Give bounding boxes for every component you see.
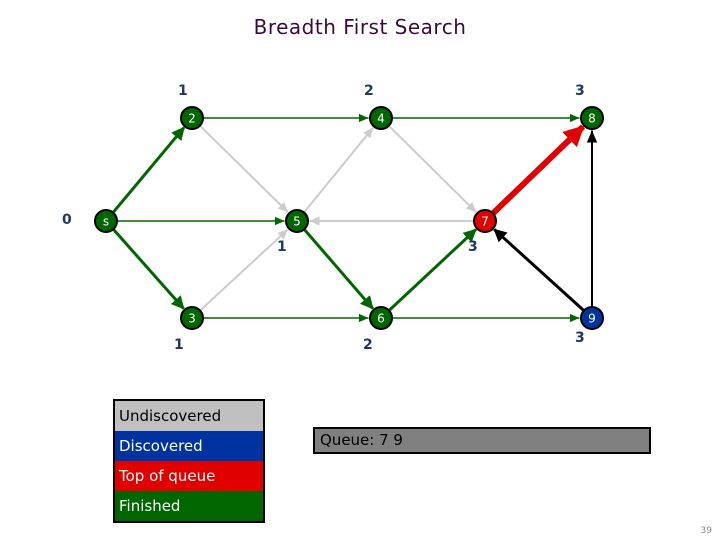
node-label-4: 4 [377,112,385,126]
page-title: Breadth First Search [253,15,467,39]
distance-label-2: 1 [178,83,188,99]
legend-item-discovered: Discovered [115,431,263,461]
distance-label-5: 1 [277,239,287,255]
graph-edge-3-5 [192,228,289,318]
graph-edge-4-7 [381,118,477,213]
graph-edge-9-7 [493,228,592,318]
legend-item-undiscovered: Undiscovered [115,401,263,431]
node-label-2: 2 [188,112,196,126]
graph-edge-s-3 [106,221,185,310]
node-circle-6 [369,306,393,330]
graph-node-s[interactable]: s [94,209,118,233]
graph-node-3[interactable]: 3 [180,306,204,330]
graph-node-5[interactable]: 5 [285,209,309,233]
distance-label-9: 3 [575,330,585,346]
graph-edge-2-5 [192,118,289,213]
graph-edge-6-7 [381,228,477,318]
graph-edge-5-6 [297,221,374,310]
node-label-6: 6 [377,312,385,326]
legend-box: Undiscovered Discovered Top of queue Fin… [113,399,265,523]
graph-edge-s-2 [106,126,186,221]
distance-label-3: 1 [174,337,184,353]
distance-label-7: 3 [468,239,478,255]
node-label-s: s [103,215,109,229]
legend-item-top-of-queue: Top of queue [115,461,263,491]
node-label-7: 7 [481,215,489,229]
node-circle-8 [580,106,604,130]
distance-label-6: 2 [363,337,373,353]
graph-node-6[interactable]: 6 [369,306,393,330]
node-circle-7 [473,209,497,233]
node-layer: s 2 3 5 4 6 7 8 9 [94,106,604,330]
graph-node-2[interactable]: 2 [180,106,204,130]
graph-node-7[interactable]: 7 [473,209,497,233]
page-number: 39 [700,526,712,536]
graph-edge-5-4 [297,127,374,220]
queue-status-box: Queue: 7 9 [313,427,651,454]
node-label-5: 5 [293,215,301,229]
graph-node-4[interactable]: 4 [369,106,393,130]
node-circle-5 [285,209,309,233]
distance-label-s: 0 [62,212,72,228]
graph-edge-7-8 [484,124,586,222]
graph-node-9[interactable]: 9 [580,306,604,330]
legend-item-finished: Finished [115,491,263,521]
distance-label-4: 2 [364,83,374,99]
node-label-3: 3 [188,312,196,326]
node-label-8: 8 [588,112,596,126]
node-label-9: 9 [588,312,596,326]
node-circle-9 [580,306,604,330]
distance-label-8: 3 [575,83,585,99]
graph-node-8[interactable]: 8 [580,106,604,130]
node-circle-2 [180,106,204,130]
edge-layer [106,113,598,323]
node-circle-3 [180,306,204,330]
node-circle-s [94,209,118,233]
node-circle-4 [369,106,393,130]
